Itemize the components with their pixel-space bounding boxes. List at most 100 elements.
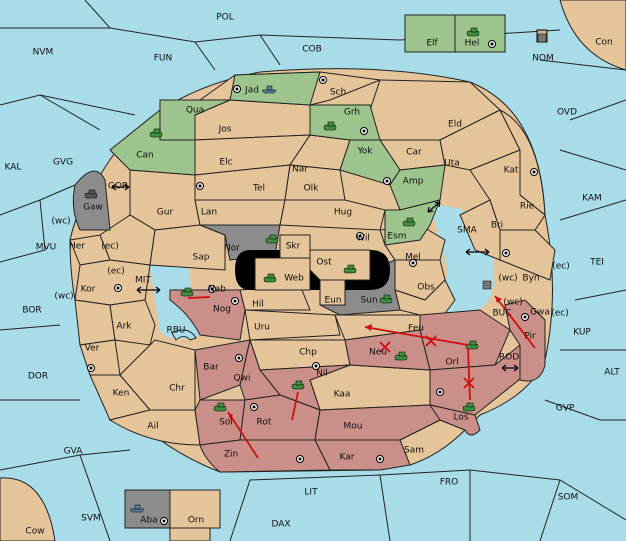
label-mvu: MVU [36, 243, 57, 253]
label-con: Con [595, 38, 613, 48]
sea-labels: POL NVM FUN COB NOM Con OVD KAL GVG GOR … [5, 13, 621, 537]
label-sun: Sun [360, 296, 377, 306]
supply-center-icon [87, 364, 95, 372]
supply-center-icon [356, 232, 364, 240]
supply-center-icon [114, 284, 122, 292]
province-nil[interactable] [259, 364, 351, 411]
label-gur: Gur [157, 208, 174, 218]
label-gwa-wc: (wc) [503, 298, 522, 308]
label-tei: TEI [589, 258, 604, 268]
label-gwa-ec: (ec) [551, 309, 569, 319]
label-tel: Tel [252, 184, 265, 194]
label-gvg: GVG [53, 158, 73, 168]
label-ark: Ark [116, 322, 132, 332]
supply-center-icon [160, 517, 168, 525]
label-byn-ec: (ec) [552, 262, 570, 272]
label-byn-wc: (wc) [498, 274, 517, 284]
army-icon [482, 280, 492, 290]
label-uta: Uta [444, 159, 460, 169]
fleet-icon [129, 504, 145, 513]
label-fun: FUN [154, 54, 173, 64]
label-lit: LIT [304, 488, 318, 498]
province-hel[interactable] [454, 14, 506, 53]
province-gaw[interactable] [72, 170, 111, 231]
label-grh: Grh [344, 108, 360, 118]
label-web: Web [284, 274, 304, 284]
label-eld: Eld [448, 120, 462, 130]
label-kup: KUP [573, 328, 591, 338]
supply-center-icon [376, 455, 384, 463]
province-eun[interactable] [319, 279, 346, 306]
province-nog[interactable] [169, 289, 246, 341]
province-uru[interactable] [244, 309, 341, 341]
label-hug: Hug [334, 208, 352, 218]
label-nor: Nor [224, 244, 240, 254]
orders [187, 295, 536, 459]
label-elf: Elf [426, 39, 438, 49]
label-gor: GOR [108, 182, 128, 192]
label-buc: BUC [492, 309, 511, 319]
supply-center-icon [208, 285, 216, 293]
label-hel: Hel [465, 39, 480, 49]
army-icon [465, 340, 479, 350]
army-icon [180, 287, 194, 297]
label-kor-wc: (wc) [54, 292, 73, 302]
label-sma: SMA [457, 226, 477, 236]
province-amp[interactable] [389, 164, 446, 211]
army-icon [462, 402, 476, 412]
army-icon [149, 128, 163, 138]
label-gva: GVA [64, 447, 84, 457]
province-jad[interactable] [229, 71, 321, 106]
supply-center-icon [312, 362, 320, 370]
label-olk: Olk [304, 184, 320, 194]
convoy-arrows [111, 183, 519, 372]
province-chr[interactable] [119, 339, 196, 411]
province-kar[interactable] [314, 439, 411, 471]
coast-labels: (ec) (wc) (wc) (ec) (wc) (ec) [54, 262, 569, 319]
label-ail: Ail [147, 422, 158, 432]
label-los: Los [453, 413, 468, 423]
province-ark[interactable] [74, 299, 116, 346]
label-kat: Kat [504, 166, 519, 176]
label-her-ec: (ec) [101, 242, 119, 252]
label-ver: Ver [85, 344, 100, 354]
label-yok: Yok [356, 147, 373, 157]
label-chr: Chr [169, 384, 185, 394]
label-obs: Obs [417, 283, 435, 293]
army-icon [537, 33, 547, 43]
army-icon [84, 189, 98, 199]
supply-center-icon [360, 127, 368, 135]
land-labels: Elf Hel Jad Sch Qua Grh Jos Eld Can Yok … [51, 39, 550, 526]
label-sol: Sol [219, 418, 233, 428]
province-hug[interactable] [279, 199, 386, 231]
convoy-arrow-icon [501, 364, 519, 372]
province-mou[interactable] [314, 404, 441, 441]
label-uru: Uru [254, 323, 270, 333]
label-fro: FRO [440, 478, 459, 488]
label-cob: COB [302, 45, 322, 55]
supply-center-icon [231, 297, 239, 305]
province-can[interactable] [109, 108, 196, 176]
label-ost: Ost [316, 258, 332, 268]
rbu-inlet [171, 329, 197, 341]
label-can: Can [136, 151, 154, 161]
label-chp: Chp [299, 348, 317, 358]
province-los[interactable] [429, 404, 481, 436]
label-kal: KAL [5, 163, 22, 173]
supply-center-icon [233, 85, 241, 93]
label-bor: BOR [22, 306, 41, 316]
province-orn[interactable] [169, 489, 221, 529]
province-byn[interactable] [499, 229, 556, 281]
province-pir[interactable] [504, 299, 546, 382]
province-ark-2[interactable] [109, 299, 156, 346]
label-sam: Sam [404, 446, 424, 456]
province-sap[interactable] [149, 224, 226, 271]
supply-center-icon [530, 168, 538, 176]
province-zin[interactable] [199, 439, 331, 473]
label-nar: Nar [292, 165, 308, 175]
label-kar: Kar [340, 453, 355, 463]
convoy-arrow-icon [427, 201, 441, 213]
label-mel: Mel [405, 253, 421, 263]
supply-center-icon [383, 177, 391, 185]
